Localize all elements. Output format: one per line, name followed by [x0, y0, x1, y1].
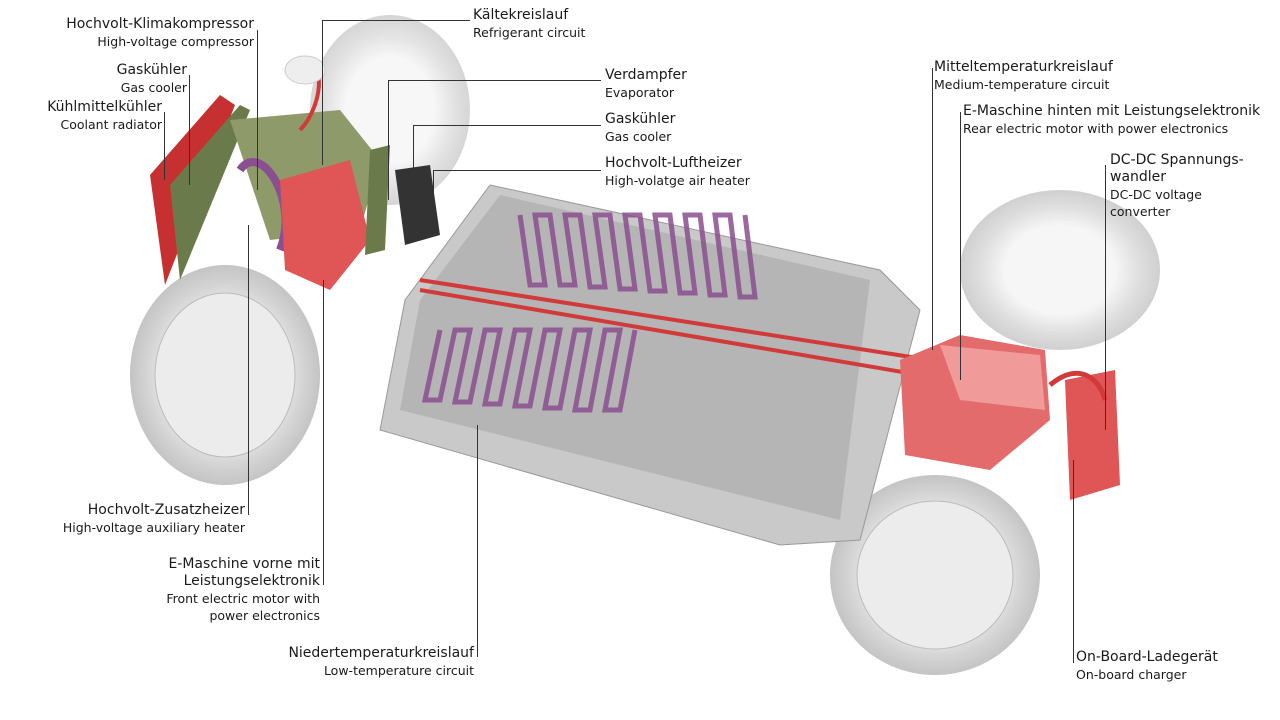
label-kuehlmittelkuehler: Kühlmittelkühler Coolant radiator — [47, 99, 162, 133]
label-de: Hochvolt-Klimakompressor — [66, 16, 254, 32]
rear-thermal-module — [900, 335, 1120, 500]
label-de: Gaskühler — [605, 111, 676, 127]
label-niedertemperatur: Niedertemperaturkreislauf Low-temperatur… — [288, 645, 474, 679]
label-klimakompressor: Hochvolt-Klimakompressor High-voltage co… — [66, 16, 254, 50]
label-kaeltekreislauf: Kältekreislauf Refrigerant circuit — [473, 7, 585, 41]
label-de: Verdampfer — [605, 67, 687, 83]
label-luftheizer: Hochvolt-Luftheizer High-volatge air hea… — [605, 155, 750, 189]
label-en: Coolant radiator — [60, 117, 162, 132]
label-en: Rear electric motor with power electroni… — [963, 121, 1229, 136]
leader-mitteltemperatur — [932, 68, 933, 350]
leader-niedertemperatur — [477, 425, 478, 657]
label-en: Refrigerant circuit — [473, 25, 586, 40]
leader-gaskuehler-h — [413, 125, 601, 126]
leader-gaskuehler-front — [189, 75, 190, 185]
leader-kaeltekreislauf-v — [322, 20, 323, 165]
leader-luftheizer-h — [433, 170, 601, 171]
leader-emaschine-hinten — [960, 112, 961, 380]
label-emaschine-hinten: E-Maschine hinten mit Leistungselektroni… — [963, 103, 1260, 137]
leader-dcdc — [1105, 165, 1106, 430]
label-en: On-board charger — [1076, 667, 1187, 682]
leader-kaeltekreislauf-h — [322, 20, 470, 21]
label-en: Medium-temperature circuit — [934, 77, 1110, 92]
label-de: Kältekreislauf — [473, 7, 569, 23]
label-en: High-volatge air heater — [605, 173, 750, 188]
label-dcdc: DC-DC Spannungs- wandler DC-DC voltage c… — [1110, 152, 1244, 220]
front-thermal-module — [150, 55, 440, 290]
low-temperature-circuit-serpentine — [421, 212, 758, 413]
label-emaschine-vorne: E-Maschine vorne mit Leistungselektronik… — [166, 556, 320, 624]
label-en: converter — [1110, 204, 1171, 219]
leader-verdampfer-v — [388, 80, 389, 200]
leader-verdampfer-h — [388, 80, 601, 81]
label-zusatzheizer: Hochvolt-Zusatzheizer High-voltage auxil… — [63, 502, 245, 536]
label-en: Front electric motor with — [166, 591, 320, 606]
leader-klimakompressor — [257, 30, 258, 190]
label-de: Gaskühler — [116, 62, 187, 78]
label-de: wandler — [1110, 169, 1167, 185]
label-ladegeraet: On-Board-Ladegerät On-board charger — [1076, 649, 1218, 683]
label-de: Kühlmittelkühler — [47, 99, 162, 115]
label-de: Niedertemperaturkreislauf — [288, 645, 474, 661]
leader-ladegeraet — [1073, 460, 1074, 663]
leader-zusatzheizer — [248, 225, 249, 515]
label-en: Gas cooler — [605, 129, 672, 144]
label-en: Low-temperature circuit — [323, 663, 474, 678]
label-de: E-Maschine hinten mit Leistungselektroni… — [963, 103, 1261, 119]
label-de: Hochvolt-Luftheizer — [605, 155, 742, 171]
label-de: Hochvolt-Zusatzheizer — [87, 502, 245, 518]
label-gaskuehler-front: Gaskühler Gas cooler — [117, 62, 187, 96]
label-de: DC-DC Spannungs- — [1110, 152, 1244, 168]
label-en: DC-DC voltage — [1110, 187, 1202, 202]
label-de: E-Maschine vorne mit — [168, 556, 320, 572]
battery-pack — [379, 184, 921, 546]
label-en: Gas cooler — [120, 80, 187, 95]
leader-gaskuehler-v — [413, 125, 414, 200]
label-de: Leistungselektronik — [183, 573, 320, 589]
coolant-pipes — [419, 278, 931, 377]
label-en: power electronics — [209, 608, 320, 623]
label-de: Mitteltemperaturkreislauf — [934, 59, 1113, 75]
leader-emaschine-vorne — [323, 280, 324, 585]
label-en: Evaporator — [605, 85, 675, 100]
leader-luftheizer-v — [433, 170, 434, 215]
label-verdampfer: Verdampfer Evaporator — [605, 67, 687, 101]
label-de: On-Board-Ladegerät — [1076, 649, 1218, 665]
label-gaskuehler: Gaskühler Gas cooler — [605, 111, 675, 145]
label-mitteltemperatur: Mitteltemperaturkreislauf Medium-tempera… — [934, 59, 1113, 93]
label-en: High-voltage auxiliary heater — [62, 520, 245, 535]
label-en: High-voltage compressor — [97, 34, 254, 49]
leader-kuehlmittelkuehler — [164, 112, 165, 180]
